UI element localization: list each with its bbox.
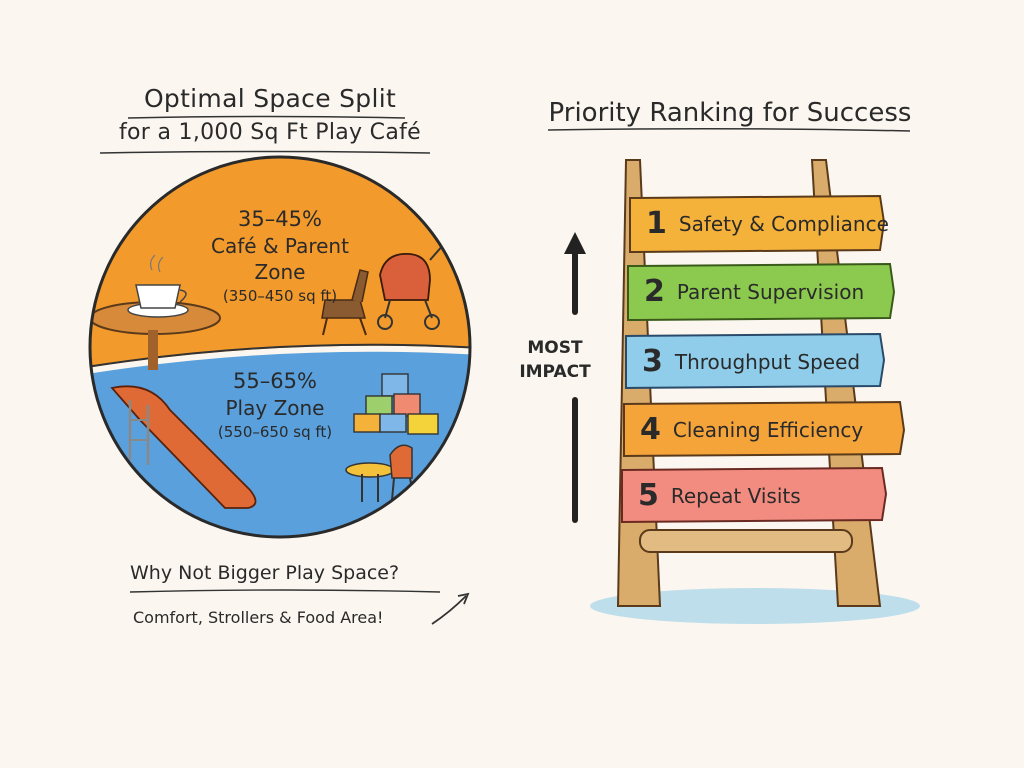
rung-label-2: Parent Supervision (676, 279, 865, 304)
question-underline (129, 589, 441, 593)
slide-icon (110, 385, 257, 509)
ladder-bottom-rung (639, 529, 853, 553)
cafe-zone-name: Café & Parent Zone (211, 234, 349, 284)
why-question: Why Not Bigger Play Space? (130, 562, 400, 584)
space-split-title: Optimal Space Split for a 1,000 Sq Ft Pl… (60, 82, 480, 150)
play-zone-name: Play Zone (225, 396, 325, 420)
rung-board-3 (625, 332, 886, 390)
rung-board-1 (629, 194, 886, 254)
space-split-title-line2: for a 1,000 Sq Ft Play Café (119, 120, 421, 145)
play-zone-label: 55–65% Play Zone (550–650 sq ft) (195, 367, 355, 443)
chair-icon (321, 269, 369, 336)
cafe-zone-label: 35–45% Café & Parent Zone (350–450 sq ft… (190, 205, 370, 307)
right-title-underline (547, 127, 911, 132)
title-underline-1 (127, 115, 406, 119)
rung-label-4: Cleaning Efficiency (672, 417, 864, 442)
impact-arrow-icon (564, 232, 586, 523)
rung-item-4: 4 Cleaning Efficiency (640, 412, 863, 447)
zone-divider (90, 345, 470, 375)
rung-item-1: 1 Safety & Compliance (646, 206, 889, 241)
rung-number-3: 3 (642, 344, 663, 379)
circle-outline (88, 155, 472, 539)
space-split-title-line1: Optimal Space Split (143, 84, 397, 113)
most-impact-label: MOST IMPACT (505, 336, 605, 384)
rung-label-5: Repeat Visits (670, 483, 801, 508)
rung-board-5 (621, 466, 888, 524)
toy-blocks-icon (353, 373, 439, 435)
priority-title: Priority Ranking for Success (548, 98, 912, 128)
rung-item-2: 2 Parent Supervision (644, 274, 864, 309)
rung-number-2: 2 (644, 274, 665, 309)
coffee-cup-icon (127, 254, 189, 318)
cafe-zone-sqft: (350–450 sq ft) (222, 287, 338, 305)
rung-item-3: 3 Throughput Speed (642, 344, 860, 379)
rung-label-3: Throughput Speed (674, 349, 861, 374)
rung-board-4 (623, 400, 906, 458)
why-answer: Comfort, Strollers & Food Area! (133, 608, 384, 627)
rung-number-4: 4 (640, 412, 661, 447)
cafe-zone-percent: 35–45% (238, 207, 322, 231)
most-impact-line1: MOST (527, 338, 583, 358)
most-impact-line2: IMPACT (519, 362, 591, 382)
play-zone-sqft: (550–650 sq ft) (217, 423, 333, 441)
title-underline-2 (99, 150, 431, 154)
rung-label-1: Safety & Compliance (678, 211, 889, 236)
rung-item-5: 5 Repeat Visits (638, 478, 801, 513)
rung-number-1: 1 (646, 206, 667, 241)
rung-number-5: 5 (638, 478, 659, 513)
rung-board-2 (627, 262, 896, 322)
curved-arrow-icon (431, 592, 470, 625)
play-zone-percent: 55–65% (233, 369, 317, 393)
